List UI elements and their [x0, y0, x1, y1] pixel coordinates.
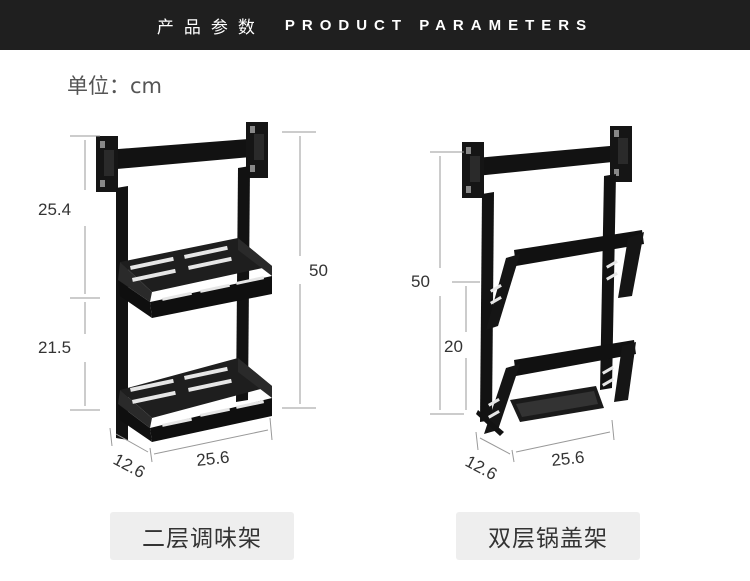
spice-rack-name-label: 二层调味架 — [110, 512, 294, 560]
spice-rack-depth: 12.6 — [110, 450, 148, 482]
header-title-en: PRODUCT PARAMETERS — [284, 16, 594, 34]
spice-rack-width: 25.6 — [195, 448, 230, 470]
pot-lid-rack-total-height: 50 — [411, 272, 430, 291]
spice-rack-dimension-lines — [70, 131, 316, 463]
spice-rack-upper-height: 25.4 — [38, 200, 71, 219]
pot-lid-rack-name-label: 双层锅盖架 — [456, 512, 640, 560]
pot-lid-rack-illustration — [462, 126, 644, 436]
header-banner: 产品参数 PRODUCT PARAMETERS — [0, 0, 750, 50]
pot-lid-rack-lower-height: 20 — [444, 337, 463, 356]
pot-lid-rack-dimension-lines — [430, 151, 615, 463]
spice-rack-total-height: 50 — [309, 261, 328, 280]
spice-rack-illustration — [96, 122, 272, 442]
header-title-zh: 产品参数 — [156, 17, 265, 38]
unit-label: 单位：cm — [67, 74, 163, 98]
pot-lid-rack-depth: 12.6 — [462, 452, 500, 484]
pot-lid-rack-width: 25.6 — [550, 448, 585, 470]
spice-rack-lower-height: 21.5 — [38, 338, 71, 357]
